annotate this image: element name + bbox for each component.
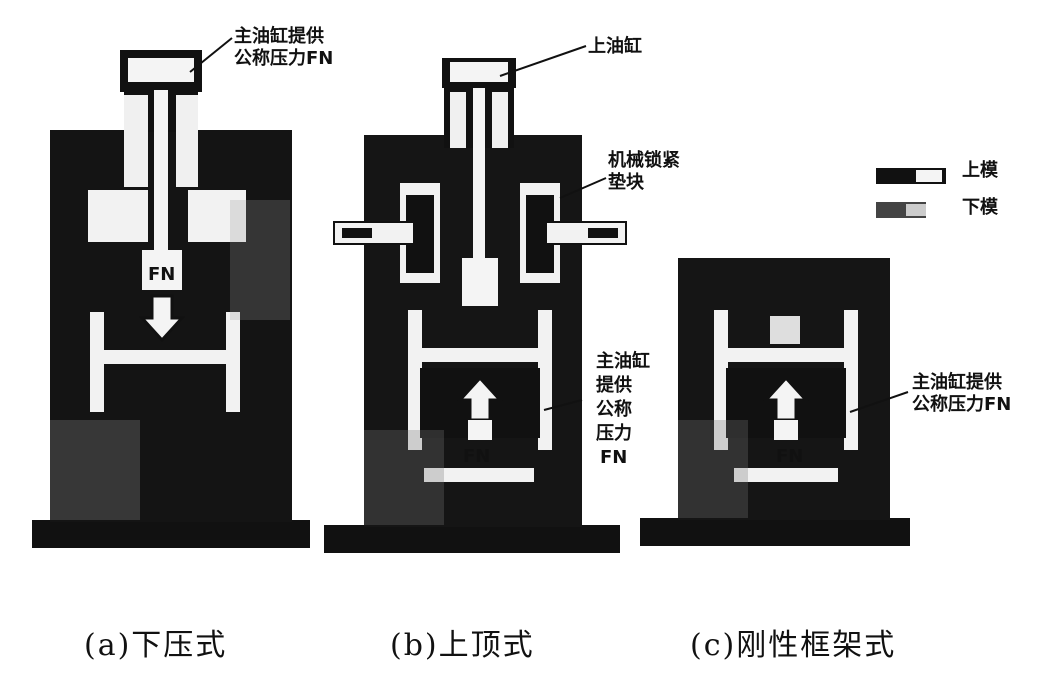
piston-rod xyxy=(124,95,148,187)
slide-block-right xyxy=(188,190,246,242)
force-arrow-up xyxy=(762,375,810,422)
legend-upper-label: 上模 xyxy=(962,160,998,181)
label-b-leader-top xyxy=(499,45,587,77)
lower-die-bar xyxy=(102,350,228,364)
force-arrow-up xyxy=(456,375,504,422)
lower-die-post-left xyxy=(90,312,104,412)
legend-lower-label: 下模 xyxy=(962,197,998,218)
caption-a: (a)下压式 xyxy=(84,628,228,663)
base-plate xyxy=(640,518,910,546)
upper-die xyxy=(462,258,498,306)
caption-c: (c)刚性框架式 xyxy=(690,628,897,663)
label-b-leader-lock xyxy=(559,177,607,199)
panel-a-main-label: 主油缸提供 公称压力FN xyxy=(234,26,334,69)
panel-a-press-diagram xyxy=(32,37,310,548)
lower-die-post-right xyxy=(226,312,240,412)
panel-b-lock-label: 机械锁紧 垫块 xyxy=(608,150,680,193)
main-cylinder-plate xyxy=(424,468,534,482)
label-c-leader xyxy=(849,391,909,413)
label-a-leader xyxy=(189,37,233,73)
panel-b-main-label: 主油缸 提供 公称 压力 FN xyxy=(596,351,650,468)
legend-swatches xyxy=(876,168,946,218)
panel-b-press-diagram xyxy=(324,45,627,553)
base-plate xyxy=(324,525,620,553)
force-arrow-down xyxy=(138,294,186,343)
panel-b-top-label: 上油缸 xyxy=(588,36,642,57)
lock-bolt-right xyxy=(545,221,627,245)
slide-block-left xyxy=(88,190,148,242)
main-cylinder-plate xyxy=(734,468,838,482)
panel-c-fn-label: FN xyxy=(776,446,804,467)
label-b-leader-main xyxy=(543,399,583,411)
panel-a-fn-label: FN xyxy=(148,264,176,285)
panel-b-fn-label: FN xyxy=(463,446,491,467)
caption-b: (b)上顶式 xyxy=(390,628,535,663)
panel-c-press-diagram xyxy=(640,258,910,546)
panel-c-main-label: 主油缸提供 公称压力FN xyxy=(912,372,1012,415)
lock-bolt-left xyxy=(333,221,415,245)
base-plate xyxy=(32,520,310,548)
